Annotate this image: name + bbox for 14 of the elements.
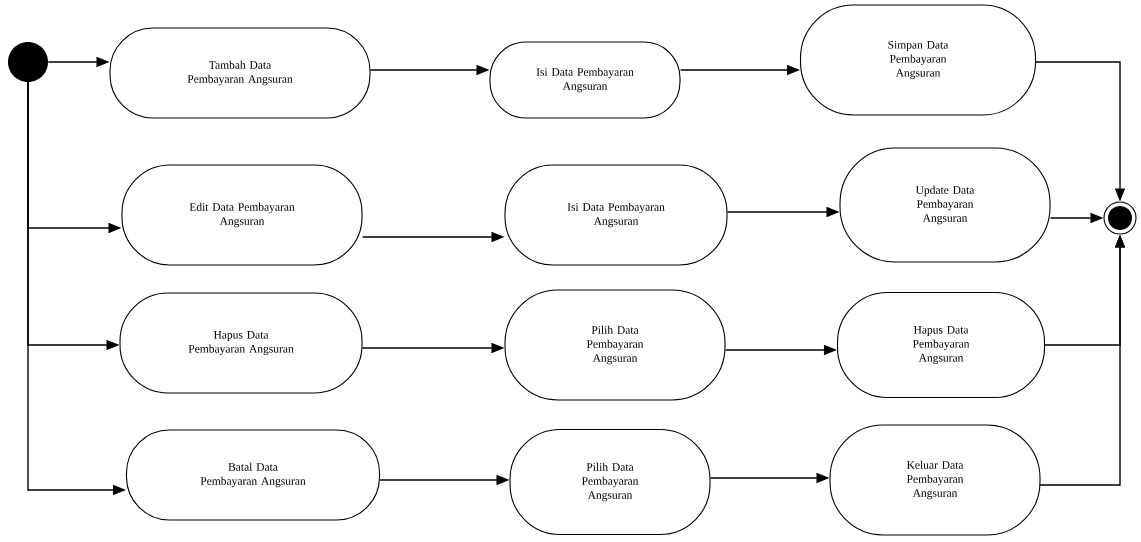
- activity-box: Tambah Data Pembayaran Angsuran: [109, 27, 371, 119]
- activity-box: Simpan Data Pembayaran Angsuran: [799, 4, 1037, 116]
- activity-box: Edit Data Pembayaran Angsuran: [121, 164, 363, 266]
- activity-box: Isi Data Pembayaran Angsuran: [489, 41, 681, 119]
- activity-box: Isi Data Pembayaran Angsuran: [504, 164, 728, 266]
- activity-box: Batal Data Pembayaran Angsuran: [125, 429, 381, 521]
- activity-box: Update Data Pembayaran Angsuran: [839, 147, 1051, 263]
- activity-box: Pilih Data Pembayaran Angsuran: [509, 428, 711, 536]
- final-state: [1103, 201, 1137, 235]
- activity-box: Pilih Data Pembayaran Angsuran: [504, 289, 726, 401]
- activity-box: Hapus Data Pembayaran Angsuran: [836, 291, 1046, 399]
- initial-state: [8, 42, 48, 82]
- activity-box: Hapus Data Pembayaran Angsuran: [119, 292, 363, 394]
- activity-box: Keluar Data Pembayaran Angsuran: [829, 424, 1041, 536]
